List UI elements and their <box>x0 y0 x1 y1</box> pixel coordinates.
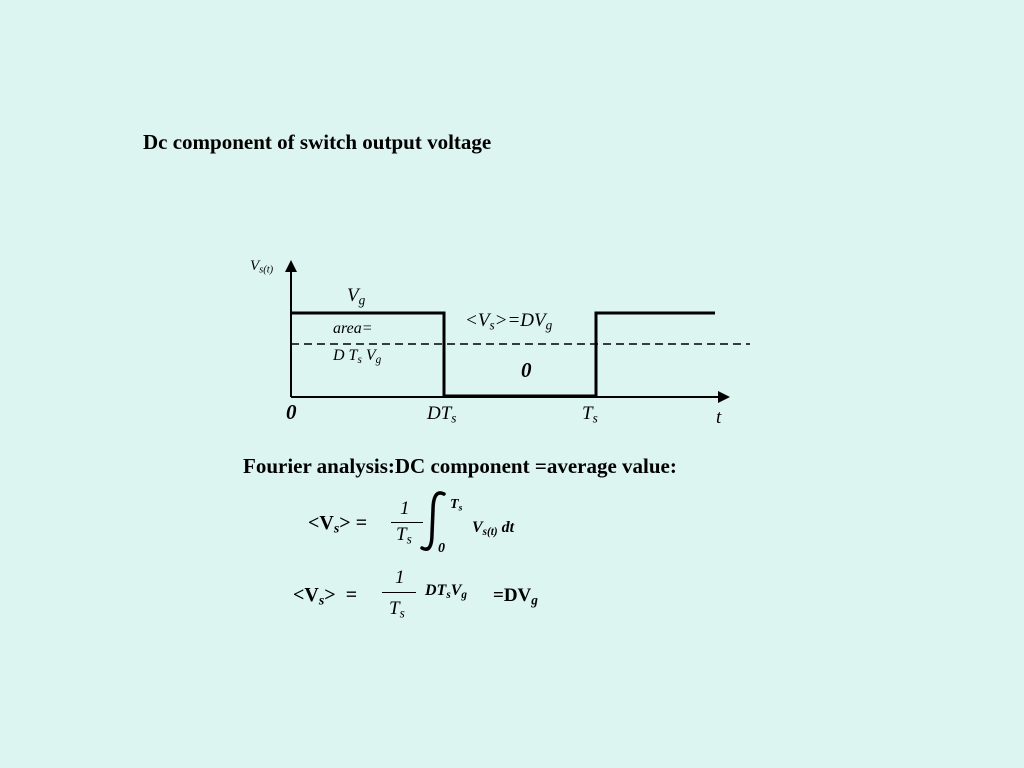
eq1-fraction-bar <box>391 522 423 523</box>
high-level-label: Vg <box>347 285 366 308</box>
area-label-line2: D Ts Vg <box>333 347 382 366</box>
eq2-fraction-numerator: 1 <box>395 567 405 588</box>
y-axis-label: Vs(t) <box>250 258 274 276</box>
fourier-heading: Fourier analysis:DC component =average v… <box>243 454 677 478</box>
low-level-label: 0 <box>521 358 532 382</box>
eq1-fraction-numerator: 1 <box>400 498 410 519</box>
eq2-product: DTsVg <box>425 582 467 601</box>
eq2-lhs: <Vs> = <box>293 584 358 609</box>
integral-upper-limit: Ts <box>450 497 463 514</box>
tick-label-ts: Ts <box>582 403 598 426</box>
average-value-label: <Vs>=DVg <box>465 310 553 333</box>
eq2-fraction-bar <box>382 592 416 593</box>
integral-sign <box>420 491 446 551</box>
origin-label: 0 <box>286 400 297 424</box>
integral-lower-limit: 0 <box>438 541 445 556</box>
page-title: Dc component of switch output voltage <box>143 130 492 154</box>
tick-label-dts: DTs <box>427 403 457 426</box>
eq2-result: =DVg <box>493 585 538 608</box>
eq2-fraction-denominator: Ts <box>389 598 405 621</box>
square-wave <box>291 311 715 398</box>
area-label-line1: area= <box>333 320 373 337</box>
eq1-fraction-denominator: Ts <box>396 524 412 547</box>
integrand: Vs(t) dt <box>472 519 515 538</box>
eq1-lhs: <Vs> = <box>308 512 368 537</box>
x-axis-label: t <box>716 407 722 428</box>
